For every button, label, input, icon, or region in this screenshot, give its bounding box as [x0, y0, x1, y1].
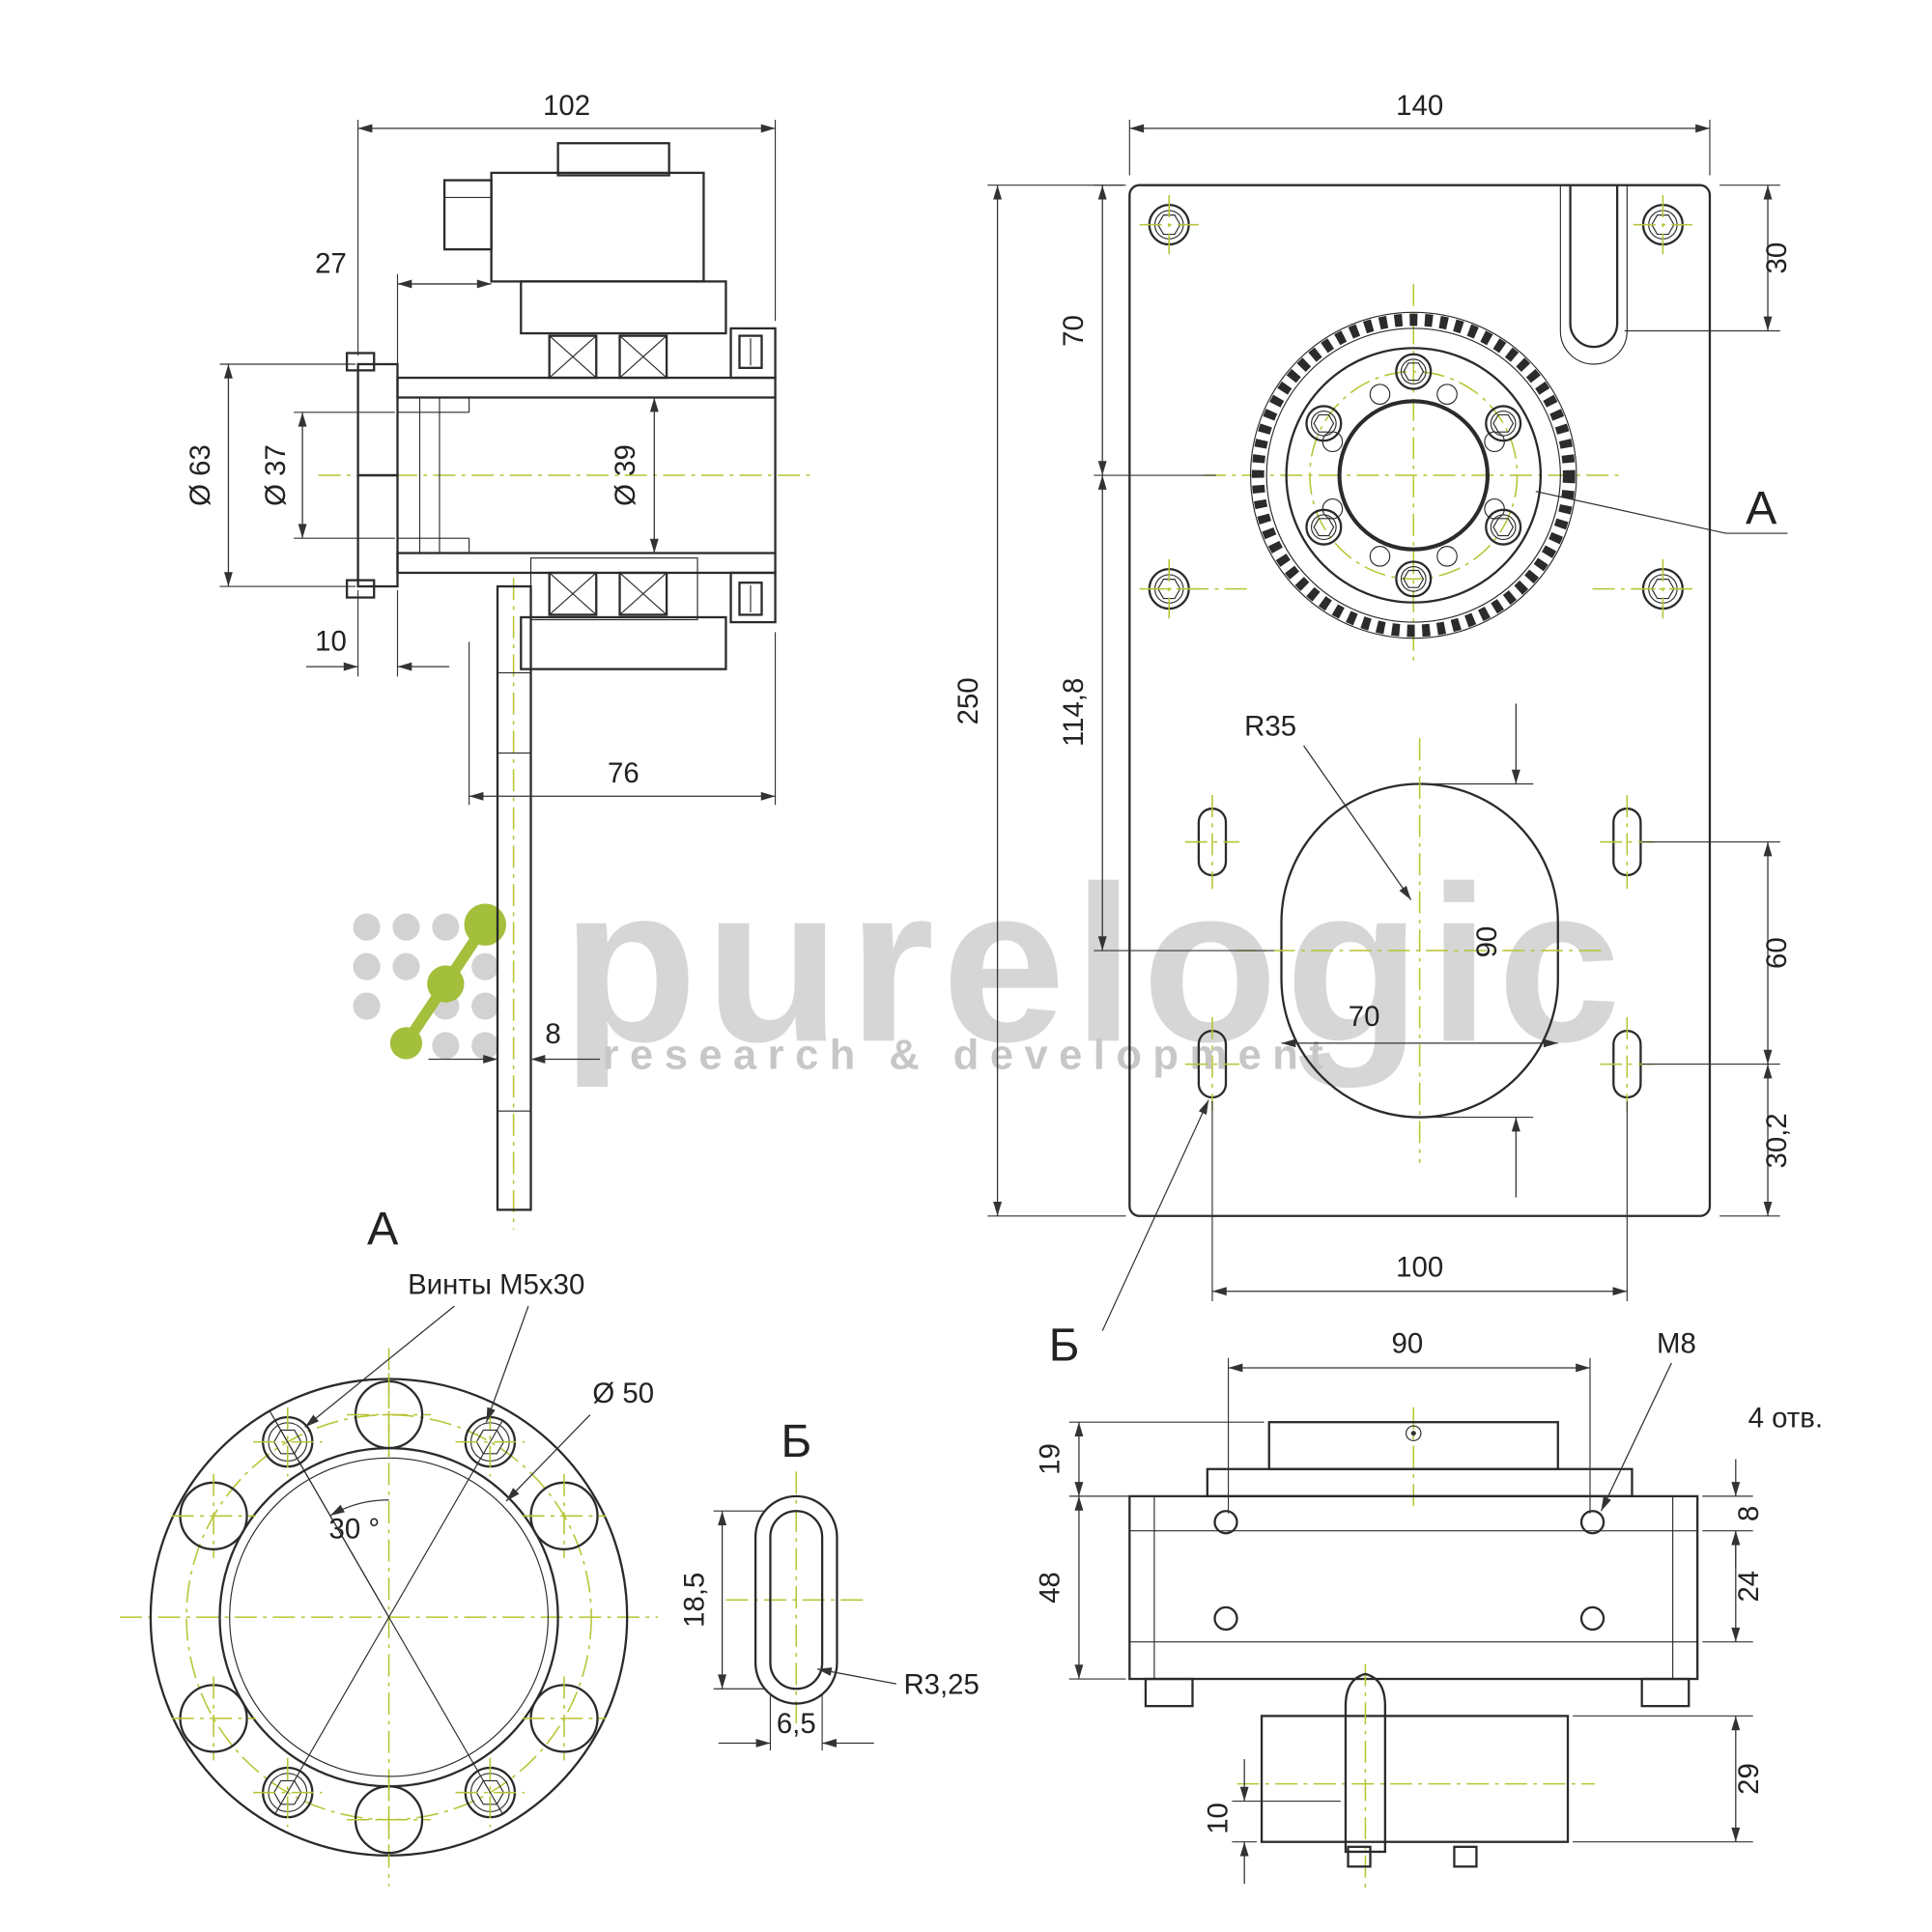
- dim-d39: Ø 39: [610, 444, 641, 506]
- plate-dims: 140 30 70 114,8 250 90 70 60 30,2 1: [952, 90, 1793, 1301]
- dim-76: 76: [608, 757, 639, 789]
- dim-24: 24: [1733, 1571, 1765, 1603]
- section-mount-plate: [496, 557, 698, 1211]
- keyway-slot: [1559, 185, 1628, 365]
- callout-a-label: А: [1746, 482, 1777, 534]
- dim-30: 30: [1761, 242, 1793, 274]
- dim-29: 29: [1733, 1763, 1765, 1795]
- section-dims: 102 27 Ø 63 Ø 37 Ø 39 10 76 8 А: [185, 90, 777, 1255]
- holes-note: 4 отв.: [1748, 1402, 1823, 1434]
- plate-view: А R35 Б 140 30 70 114,8 250 90: [952, 90, 1793, 1371]
- bottom-sprocket: [1236, 1663, 1596, 1891]
- thread-m8: М8: [1657, 1328, 1696, 1360]
- detail-b-label: Б: [781, 1415, 811, 1467]
- dim-d50: Ø 50: [592, 1378, 654, 1409]
- dim-oval-w: 70: [1349, 1001, 1380, 1033]
- screws-note: Винты М5х30: [408, 1268, 584, 1300]
- side-dims: 90 М8 4 отв. 19 48 8 24 29 10: [1034, 1328, 1823, 1885]
- dim-70-left: 70: [1058, 315, 1090, 347]
- section-view: 102 27 Ø 63 Ø 37 Ø 39 10 76 8 А: [185, 90, 812, 1255]
- dim-8-right: 8: [1733, 1506, 1765, 1521]
- dim-27: 27: [315, 247, 347, 279]
- side-view: 90 М8 4 отв. 19 48 8 24 29 10: [1034, 1328, 1823, 1891]
- slot-detail-view: Б 18,5 6,5 R3,25: [678, 1415, 980, 1751]
- dim-8: 8: [545, 1018, 560, 1050]
- dim-r35: R35: [1244, 711, 1296, 743]
- dim-90-top: 90: [1392, 1328, 1424, 1360]
- dim-60: 60: [1761, 937, 1793, 969]
- section-upper-half: [345, 280, 777, 477]
- dim-100: 100: [1396, 1251, 1443, 1283]
- sprocket: [1204, 283, 1624, 668]
- flange-view: 30 ° Винты М5х30 Ø 50: [119, 1268, 659, 1887]
- watermark-tagline: research & development: [603, 1033, 1335, 1079]
- callout-b-label: Б: [1049, 1319, 1080, 1371]
- dim-48: 48: [1034, 1572, 1065, 1604]
- dim-140: 140: [1396, 90, 1443, 122]
- dim-angle-30: 30 °: [328, 1513, 380, 1545]
- dim-6-5: 6,5: [777, 1708, 816, 1740]
- center-opening: [1234, 738, 1605, 1163]
- dim-30-2: 30,2: [1761, 1113, 1793, 1168]
- watermark: purelogic research & development: [353, 839, 1621, 1088]
- dim-d37: Ø 37: [260, 444, 292, 506]
- dim-oval-h: 90: [1471, 926, 1503, 958]
- watermark-logo-accent: [389, 903, 506, 1060]
- dim-19: 19: [1034, 1443, 1065, 1475]
- section-top-housing: [442, 142, 705, 283]
- dim-10-bottom: 10: [1202, 1803, 1234, 1834]
- dim-d63: Ø 63: [185, 444, 216, 506]
- dim-18-5: 18,5: [678, 1573, 710, 1628]
- dim-250: 250: [952, 677, 984, 724]
- dim-10: 10: [315, 625, 347, 657]
- dim-r3-25: R3,25: [903, 1668, 979, 1700]
- dim-102: 102: [543, 90, 590, 122]
- view-a-label: А: [367, 1203, 399, 1255]
- dim-114-8: 114,8: [1058, 678, 1090, 747]
